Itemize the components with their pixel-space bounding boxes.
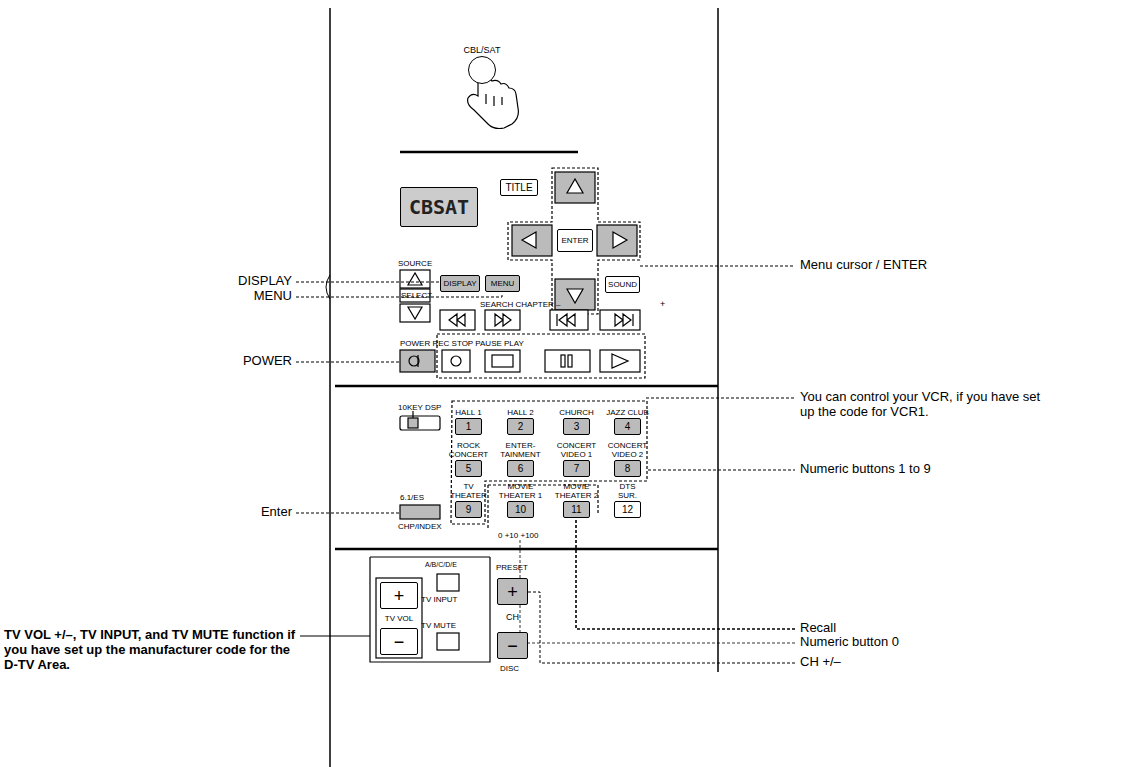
button-label: CBSAT (409, 197, 469, 217)
remote-button: SOUND (605, 276, 640, 293)
button-label: 11 (571, 505, 581, 515)
panel-label: TV MUTE (421, 621, 456, 630)
button-label: SOUND (608, 281, 637, 289)
panel-label: A/B/C/D/E (425, 561, 457, 569)
button-label: ENTER (561, 237, 588, 245)
panel-label: CHP/INDEX (398, 522, 442, 531)
button-caption: JAZZ CLUB (606, 409, 649, 417)
button-caption: ROCK CONCERT (446, 442, 492, 459)
button-caption: MOVIE THEATER 1 (498, 483, 544, 500)
panel-label: SEARCH CHAPTER – (480, 300, 560, 309)
remote-button: − (380, 628, 418, 655)
callout-text: TV VOL +/–, TV INPUT, and TV MUTE functi… (4, 628, 296, 673)
remote-button: MOVIE THEATER 211 (563, 501, 590, 518)
remote-button: CHURCH3 (563, 418, 590, 435)
button-caption: CHURCH (559, 409, 594, 417)
remote-button: TITLE (500, 179, 538, 196)
button-label: + (507, 583, 518, 601)
button-caption: CBL/SAT (464, 46, 501, 55)
remote-body (326, 8, 718, 767)
button-label: MENU (491, 280, 515, 288)
button-caption: DTS SUR. (615, 483, 641, 500)
callout-text: Enter (190, 505, 292, 520)
button-caption: ENTER- TAINMENT (498, 442, 544, 459)
remote-button: MENU (485, 275, 520, 292)
panel-label: 6.1/ES (400, 493, 424, 502)
button-caption: MOVIE THEATER 2 (554, 483, 600, 500)
button-label: DISPLAY (443, 280, 476, 288)
button-label: 5 (466, 464, 472, 474)
button-label: − (394, 633, 405, 651)
remote-button: + (497, 578, 528, 605)
panel-label: SOURCE (398, 259, 432, 268)
remote-button: JAZZ CLUB4 (614, 418, 641, 435)
callout-text: You can control your VCR, if you have se… (800, 390, 1045, 420)
callout-text: Numeric button 0 (800, 635, 899, 650)
leader-line (300, 635, 370, 636)
panel-label: PRESET (496, 563, 528, 572)
button-caption: TV THEATER (449, 483, 489, 500)
remote-button: DTS SUR.12 (614, 501, 641, 518)
button-label: 6 (518, 464, 524, 474)
numeric-area (400, 401, 647, 530)
panel-label: TV INPUT (421, 595, 457, 604)
button-caption: HALL 2 (507, 409, 533, 417)
callout-text: POWER (190, 354, 292, 369)
remote-button: TV THEATER9 (455, 501, 482, 518)
panel-label: + (660, 299, 665, 309)
tv-controls (370, 557, 490, 662)
button-label: TITLE (505, 183, 532, 193)
button-label: 7 (574, 464, 580, 474)
button-caption: HALL 1 (455, 409, 481, 417)
remote-button: MOVIE THEATER 110 (507, 501, 534, 518)
button-label: 4 (625, 422, 631, 432)
button-label: 10 (515, 505, 526, 515)
source-buttons (400, 270, 430, 322)
remote-button: + (380, 582, 418, 609)
vcr-buttons (400, 334, 645, 378)
button-label: − (507, 637, 518, 655)
button-caption: CONCERT VIDEO 1 (554, 442, 600, 459)
remote-button: DISPLAY (440, 275, 480, 292)
search-buttons (440, 310, 640, 330)
callout-text: CH +/– (800, 655, 841, 670)
remote-button: ENTER- TAINMENT6 (507, 460, 534, 477)
panel-label: 0 +10 +100 (498, 531, 538, 540)
panel-label: 10KEY DSP (398, 403, 441, 412)
remote-button: HALL 22 (507, 418, 534, 435)
panel-label: SELECT (401, 291, 429, 300)
panel-label: TV VOL (377, 614, 421, 623)
remote-button: HALL 11 (455, 418, 482, 435)
callout-text: Numeric buttons 1 to 9 (800, 462, 931, 477)
button-label: 1 (466, 422, 472, 432)
button-label: + (394, 587, 405, 605)
button-label: 12 (622, 505, 633, 515)
panel-label: DISC (500, 664, 519, 673)
remote-button: ENTER (557, 229, 593, 252)
remote-button: − (497, 632, 528, 659)
button-label: 9 (466, 505, 472, 515)
remote-button: CONCERT VIDEO 17 (563, 460, 590, 477)
callout-text: Menu cursor / ENTER (800, 258, 927, 273)
callout-text: MENU (190, 289, 292, 304)
callout-text: DISPLAY (190, 274, 292, 289)
panel-label: POWER REC STOP PAUSE PLAY (400, 339, 524, 348)
remote-button: CONCERT VIDEO 28 (614, 460, 641, 477)
button-label: 2 (518, 422, 524, 432)
round-button: CBL/SAT (468, 56, 496, 84)
button-label: 8 (625, 464, 631, 474)
leader-lines (296, 266, 795, 663)
remote-button: ROCK CONCERT5 (455, 460, 482, 477)
callout-text: Recall (800, 621, 836, 636)
remote-button: CBSAT (400, 187, 478, 227)
panel-label: CH (497, 612, 528, 622)
button-label: 3 (574, 422, 580, 432)
button-caption: CONCERT VIDEO 2 (605, 442, 651, 459)
